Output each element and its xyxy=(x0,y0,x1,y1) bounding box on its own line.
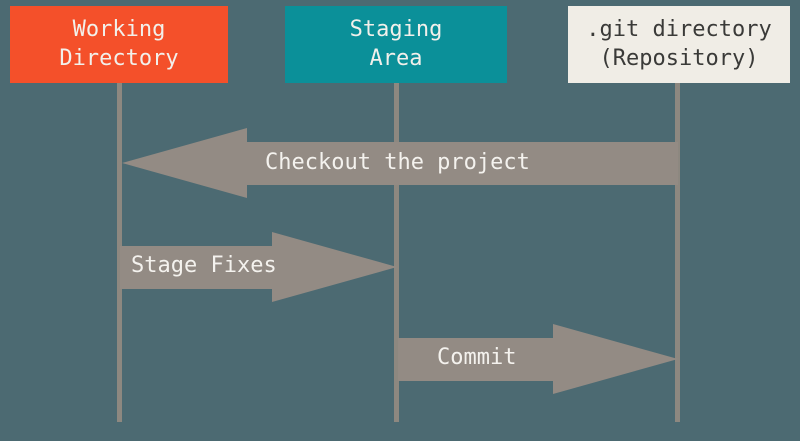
lifeline-git-directory xyxy=(675,83,680,422)
arrow-label-stage-fixes: Stage Fixes xyxy=(131,253,277,278)
lifeline-staging-area xyxy=(394,83,399,422)
lifeline-working-directory xyxy=(117,83,122,422)
node-git-directory-line1: .git directory xyxy=(586,16,772,42)
arrow-stage-fixes xyxy=(120,232,397,302)
arrow-label-commit: Commit xyxy=(437,345,517,370)
node-git-directory[interactable]: .git directory (Repository) xyxy=(568,6,790,83)
node-working-directory-line1: Working xyxy=(72,16,166,42)
arrow-checkout xyxy=(122,128,678,198)
node-working-directory[interactable]: Working Directory xyxy=(10,6,228,83)
arrow-label-checkout: Checkout the project xyxy=(265,150,530,175)
node-staging-area-line2: Area xyxy=(369,45,423,71)
node-staging-area-line1: Staging xyxy=(349,16,443,42)
node-staging-area[interactable]: Staging Area xyxy=(285,6,507,83)
node-git-directory-line2: (Repository) xyxy=(599,45,759,71)
arrow-commit xyxy=(398,324,678,394)
node-working-directory-line2: Directory xyxy=(59,45,179,71)
